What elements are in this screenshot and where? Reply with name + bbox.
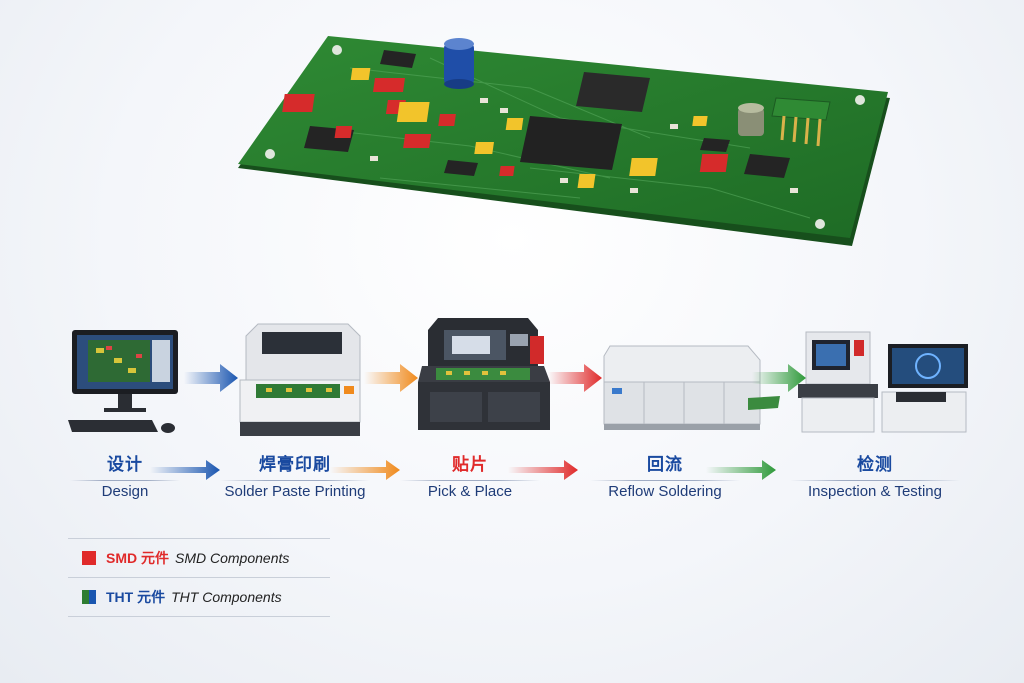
arrow-right-icon	[364, 364, 418, 392]
step-en-label: Inspection & Testing	[808, 483, 942, 500]
arrow-right-icon	[508, 460, 578, 480]
step-cn-label: 检测	[857, 455, 893, 474]
step-cn-label: 设计	[107, 455, 143, 474]
legend-cn-label: THT 元件	[106, 589, 166, 605]
step-inspection-testing: 检测 Inspection & Testing	[790, 450, 960, 500]
step-pick-and-place: 贴片 Pick & Place	[400, 450, 540, 500]
red-square-icon	[82, 551, 96, 565]
arrow-right-icon	[330, 460, 400, 480]
legend: SMD 元件 SMD Components THT 元件 THT Compone…	[68, 538, 330, 617]
inspection-station-icon	[798, 331, 968, 433]
legend-en-label: SMD Components	[175, 550, 290, 566]
pick-and-place-machine-icon	[418, 318, 550, 430]
legend-item-smd: SMD 元件 SMD Components	[68, 538, 330, 578]
step-design: 设计 Design	[70, 450, 180, 500]
arrow-right-icon	[150, 460, 220, 480]
pcb-board-icon	[238, 36, 890, 246]
green-square-icon	[82, 590, 96, 604]
step-en-label: Design	[101, 483, 149, 500]
legend-item-tht: THT 元件 THT Components	[68, 578, 330, 617]
step-cn-label: 贴片	[452, 455, 488, 474]
legend-cn-label: SMD 元件	[106, 550, 169, 566]
arrow-right-icon	[548, 364, 602, 392]
step-en-label: Reflow Soldering	[608, 483, 722, 500]
arrow-right-icon	[184, 364, 238, 392]
step-en-label: Pick & Place	[427, 483, 513, 500]
reflow-oven-icon	[603, 345, 780, 430]
capacitor-icon	[444, 38, 474, 89]
step-en-label: Solder Paste Printing	[224, 483, 366, 500]
pin-header	[771, 97, 831, 147]
process-machines	[0, 310, 1024, 450]
process-steps: 设计 Design 焊膏印刷 Solder Paste Printing 贴片 …	[0, 450, 1024, 520]
legend-en-label: THT Components	[171, 589, 282, 605]
arrow-right-icon	[706, 460, 776, 480]
step-solder-paste-printing: 焊膏印刷 Solder Paste Printing	[220, 450, 370, 500]
stencil-printer-icon	[239, 323, 361, 436]
step-reflow-soldering: 回流 Reflow Soldering	[590, 450, 740, 500]
pcb-board	[230, 28, 900, 258]
computer-monitor-icon	[68, 330, 178, 433]
step-cn-label: 焊膏印刷	[259, 455, 331, 474]
arrow-right-icon	[752, 364, 806, 392]
ic-chip	[304, 50, 790, 178]
step-cn-label: 回流	[647, 455, 683, 474]
